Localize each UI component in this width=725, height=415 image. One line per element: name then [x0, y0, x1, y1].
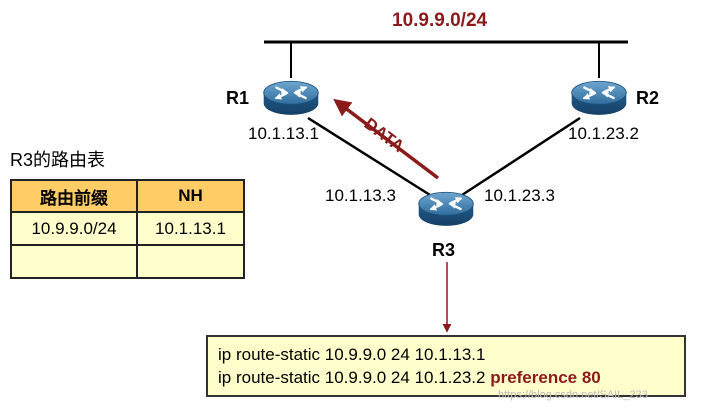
router-r3-name: R3: [432, 240, 456, 260]
config-line-2-command: ip route-static 10.9.9.0 24 10.1.23.2: [218, 368, 491, 387]
config-box: ip route-static 10.9.9.0 24 10.1.13.1 ip…: [206, 335, 686, 397]
column-header-prefix: 路由前缀: [10, 179, 138, 213]
table-cell-prefix: [10, 244, 138, 279]
r3-ip-right-label: 10.1.23.3: [484, 186, 555, 205]
watermark: https://blog.csdn.net/SAIL_233: [498, 389, 648, 401]
config-line-1: ip route-static 10.9.9.0 24 10.1.13.1: [218, 345, 486, 364]
router-r1-name: R1: [226, 88, 250, 108]
link-r1-r3: [307, 116, 431, 197]
config-line-2-preference: preference 80: [490, 368, 601, 387]
column-header-nh: NH: [136, 179, 245, 213]
router-r1-icon: [262, 80, 320, 117]
r3-ip-left-label: 10.1.13.3: [325, 186, 396, 205]
config-line-2: ip route-static 10.9.9.0 24 10.1.23.2 pr…: [218, 366, 684, 389]
routing-table-caption: R3的路由表: [10, 150, 106, 170]
table-cell-prefix: 10.9.9.0/24: [10, 211, 138, 246]
routing-table: 路由前缀 NH 10.9.9.0/24 10.1.13.1: [10, 179, 245, 279]
router-r3-icon: [417, 191, 475, 228]
table-row: 10.9.9.0/24 10.1.13.1: [10, 211, 245, 246]
table-row: [10, 244, 245, 279]
data-arrow: [333, 98, 440, 180]
table-cell-nh: [136, 244, 245, 279]
r2-ip-label: 10.1.23.2: [568, 124, 639, 143]
router-r2-name: R2: [636, 88, 660, 108]
r1-ip-label: 10.1.13.1: [248, 124, 319, 143]
table-cell-nh: 10.1.13.1: [136, 211, 245, 246]
network-label: 10.9.9.0/24: [392, 10, 488, 31]
router-r2-icon: [570, 80, 628, 117]
link-r2-r3: [461, 116, 581, 197]
